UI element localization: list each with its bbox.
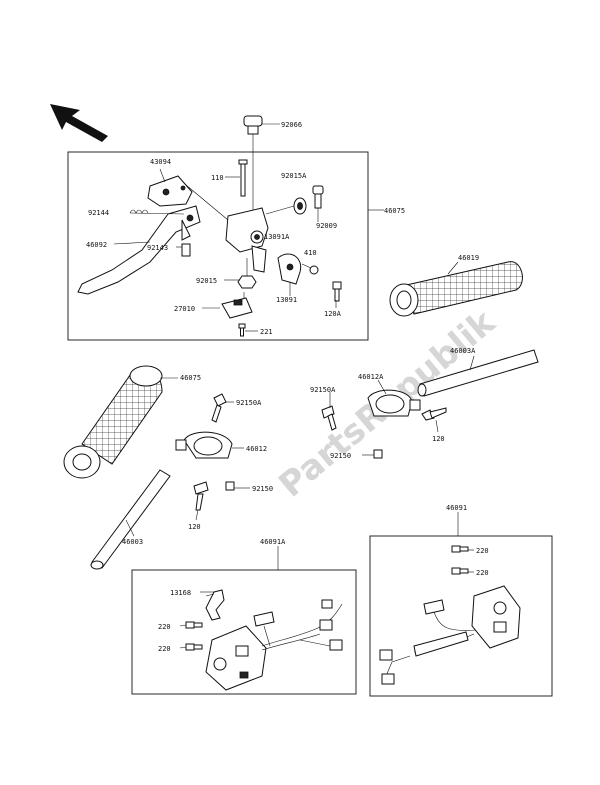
washer-92015A [265,197,307,215]
leader-46092 [113,241,151,245]
screw-221 [238,323,258,337]
bolt-120A [332,281,342,302]
bolt-120-left [193,481,209,521]
label-46003A: 46003A [450,347,476,355]
left-switch-box [131,569,357,695]
screws-220-left [185,621,203,651]
label-110: 110 [211,174,224,182]
label-46091A: 46091A [260,538,286,546]
right-handlebar-46003A [417,349,539,397]
label-92066: 92066 [281,121,302,129]
bolt-92150-left [225,481,250,491]
label-92150-left: 92150 [252,485,273,493]
label-220-l2: 220 [158,645,171,653]
label-120A: 120A [324,310,342,318]
label-220-l1: 220 [158,623,171,631]
screw-92150-right [362,449,383,459]
label-92150-right: 92150 [330,452,351,460]
right-switch-housing [379,585,521,685]
left-switch-housing [200,589,343,691]
label-120-left: 120 [188,523,201,531]
label-120-right: 120 [432,435,445,443]
leader-220-l1 [179,624,187,627]
label-92009: 92009 [316,222,337,230]
label-46091: 46091 [446,504,467,512]
label-46012A: 46012A [358,373,384,381]
switch-27010 [221,292,253,319]
label-27010: 27010 [174,305,195,313]
right-switch-box [369,535,553,697]
label-46075-top: 46075 [384,207,405,215]
holder-46012 [175,431,244,459]
leader-220-l2 [179,646,187,649]
leader-13168 [205,593,215,597]
bolt-92150A-left [211,393,234,423]
label-43094: 43094 [150,158,171,166]
leader-92144 [129,212,185,215]
lever-bracket [147,168,229,221]
screws-220-right [451,545,469,575]
label-46019: 46019 [458,254,479,262]
label-92144: 92144 [88,209,109,217]
direction-arrow-icon [50,104,108,142]
cap-92066 [243,115,280,216]
left-grip-46075 [63,365,178,479]
label-220-r2: 220 [476,569,489,577]
clamp-13091 [277,253,302,285]
label-13091A: 13091A [264,233,290,241]
spring-92144 [129,209,149,214]
label-92143: 92143 [147,244,168,252]
label-46075-grip: 46075 [180,374,201,382]
label-13168: 13168 [170,589,191,597]
master-cylinder [225,207,269,273]
label-92150A-left: 92150A [236,399,262,407]
bolt-120-right [421,407,447,433]
label-92015A: 92015A [281,172,307,180]
label-46012: 46012 [246,445,267,453]
label-220-r1: 220 [476,547,489,555]
clutch-lever-assembly-box [67,151,369,341]
label-13091: 13091 [276,296,297,304]
left-handlebar-46003 [90,469,171,570]
label-221: 221 [260,328,273,336]
label-92150A-right: 92150A [310,386,336,394]
right-grip-46019 [389,261,523,317]
bolt-110 [225,159,248,197]
bolt-92150A-right [321,392,337,431]
label-46003: 46003 [122,538,143,546]
label-92015: 92015 [196,277,217,285]
washer-410 [301,263,319,275]
label-410: 410 [304,249,317,257]
nut-92015 [237,258,257,289]
pin-92143 [176,243,191,257]
bolt-92009 [312,185,324,209]
clutch-lever [77,205,201,295]
label-46092: 46092 [86,241,107,249]
holder-46012A [367,379,421,417]
